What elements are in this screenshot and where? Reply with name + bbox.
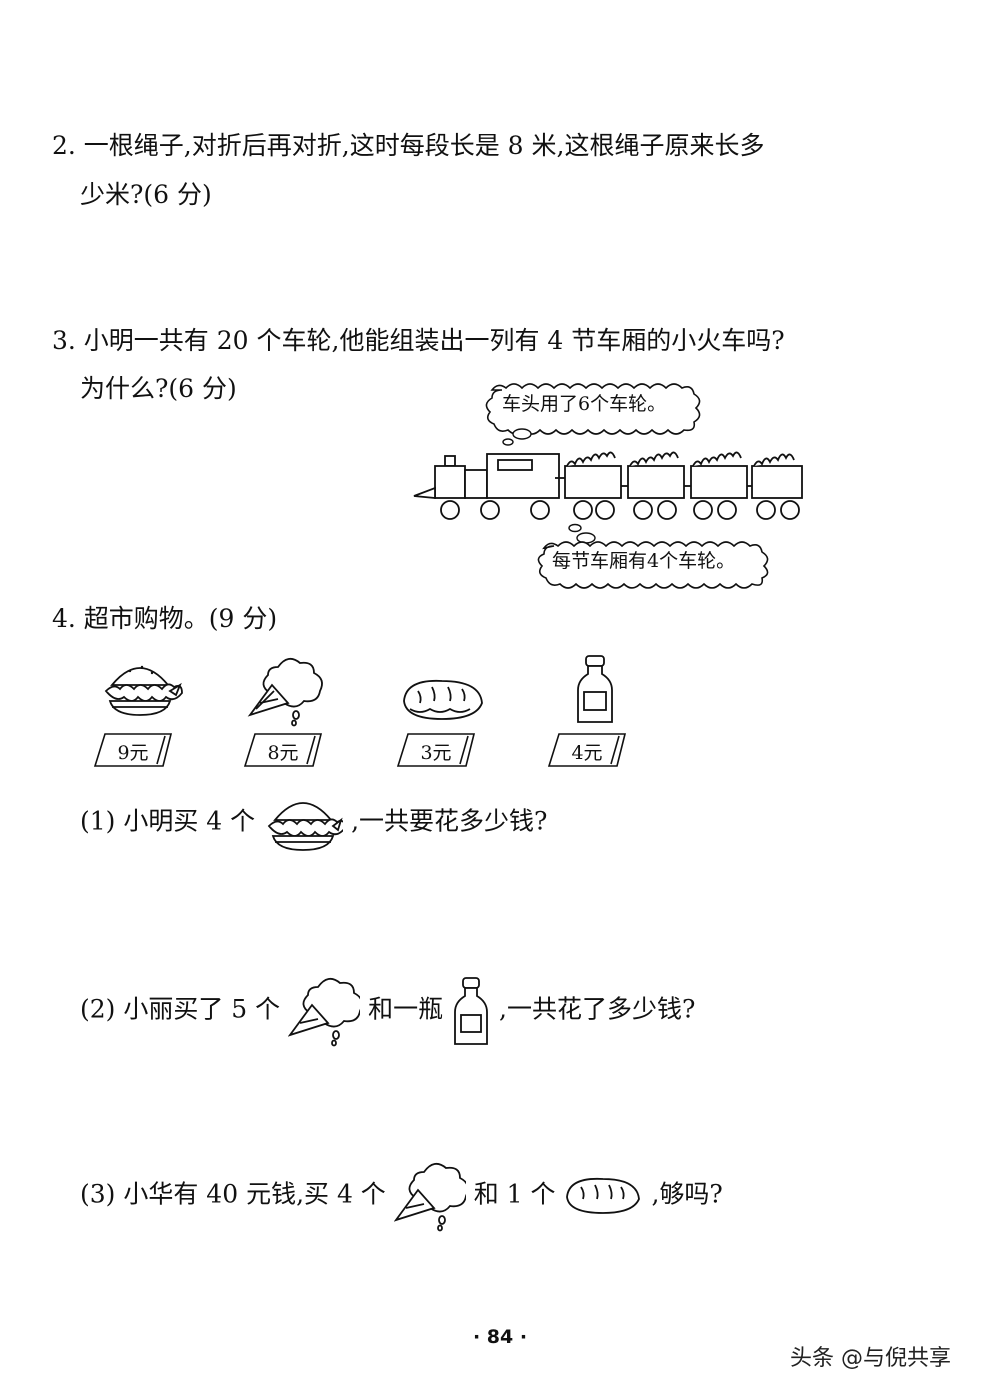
price-bread: 3元 <box>420 742 452 764</box>
bubble-bottom-text: 每节车厢有4个车轮。 <box>552 550 735 572</box>
q2-line1: 2. 一根绳子,对折后再对折,这时每段长是 8 米,这根绳子原来长多 <box>52 131 765 160</box>
milk-bottle-icon <box>577 655 613 723</box>
bread-icon <box>566 1177 641 1214</box>
q4-sub1-prefix: (1) 小明买 4 个 <box>80 806 256 836</box>
q4-sub3-suffix: ,够吗? <box>651 1179 723 1209</box>
thought-bubble-top: 车头用了6个车轮。 <box>485 383 701 446</box>
q4-sub2-middle: 和一瓶 <box>368 994 444 1024</box>
train-icon <box>413 451 803 520</box>
price-ice-cream: 8元 <box>267 742 299 764</box>
milk-bottle-icon <box>454 977 488 1045</box>
ice-cream-icon <box>393 1162 466 1232</box>
ice-cream-icon <box>288 977 361 1047</box>
burger-icon <box>267 802 344 851</box>
q4-sub3: (3) 小华有 40 元钱,买 4 个 和 1 个 ,够吗? <box>80 1160 723 1232</box>
price-tag-burger <box>93 733 173 767</box>
price-tag-ice-cream <box>243 733 323 767</box>
q3-line1: 3. 小明一共有 20 个车轮,他能组装出一列有 4 节车厢的小火车吗? <box>52 326 785 355</box>
q4-sub2: (2) 小丽买了 5 个 和一瓶 ,一共花了多少钱? <box>80 975 695 1047</box>
bubble-top-text: 车头用了6个车轮。 <box>502 393 666 415</box>
page-number: · 84 · <box>472 1326 528 1348</box>
q3-line2: 为什么?(6 分) <box>80 374 237 403</box>
q4-sub1: (1) 小明买 4 个 ,一共要花多少钱? <box>80 790 547 856</box>
price-milk: 4元 <box>571 742 603 764</box>
ice-cream-icon <box>247 657 323 727</box>
burger-icon <box>104 665 183 716</box>
q4-sub2-prefix: (2) 小丽买了 5 个 <box>80 994 281 1024</box>
bread-icon <box>403 679 483 720</box>
q4-sub1-suffix: ,一共要花多少钱? <box>351 806 548 836</box>
q4-title: 4. 超市购物。(9 分) <box>52 604 278 633</box>
price-tag-bread <box>396 733 476 767</box>
q4-sub3-middle: 和 1 个 <box>473 1179 556 1209</box>
thought-bubble-bottom: 每节车厢有4个车轮。 <box>537 523 769 589</box>
q2-line2: 少米?(6 分) <box>80 180 212 209</box>
price-burger: 9元 <box>117 742 149 764</box>
watermark: 头条 @与倪共享 <box>790 1346 951 1371</box>
price-tag-milk <box>547 733 627 767</box>
q4-sub2-suffix: ,一共花了多少钱? <box>499 994 696 1024</box>
q4-sub3-prefix: (3) 小华有 40 元钱,买 4 个 <box>80 1179 386 1209</box>
